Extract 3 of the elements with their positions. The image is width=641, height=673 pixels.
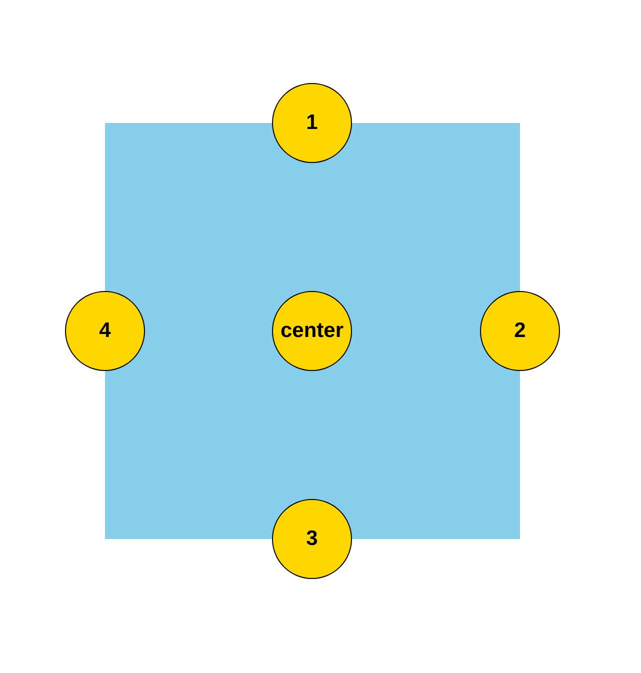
circle-node: center <box>272 291 352 371</box>
circle-node: 4 <box>65 291 145 371</box>
circle-node: 1 <box>272 83 352 163</box>
